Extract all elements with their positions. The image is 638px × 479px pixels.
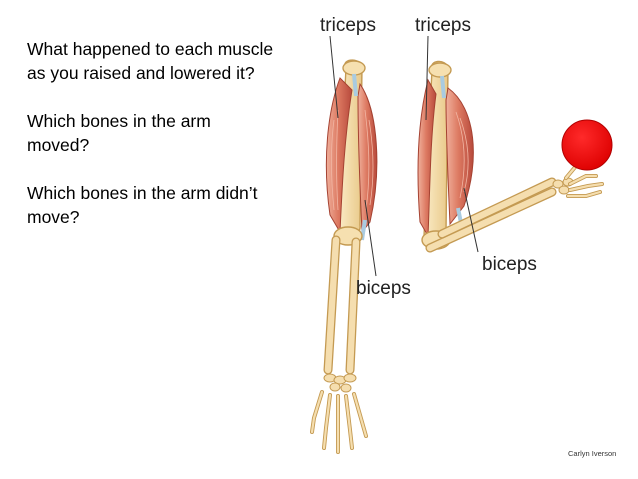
triceps-striations-straight (330, 109, 339, 211)
question-1: What happened to each muscle as you rais… (27, 39, 274, 83)
leader-lines (329, 35, 479, 277)
question-3: Which bones in the arm didn’t move? (27, 183, 258, 227)
hand-bones-straight-fill (310, 390, 368, 454)
tendon-straight-top (352, 73, 358, 97)
radius-straight-fill (346, 238, 360, 374)
label-biceps-straight: biceps (356, 278, 411, 299)
label-triceps-bent: triceps (415, 15, 471, 36)
label-biceps-bent: biceps (482, 254, 537, 275)
shoulder-head-straight (342, 60, 366, 76)
question-2: Which bones in the arm moved? (27, 111, 211, 155)
tendon-bent-top (440, 75, 446, 99)
illustrator-credit: Carlyn Iverson (568, 449, 616, 458)
radius-bent-fill (438, 178, 556, 238)
biceps-striations-bent (455, 111, 469, 199)
red-ball (561, 119, 613, 171)
biceps-muscle-bent (445, 87, 474, 226)
arm-illustration: triceps triceps biceps biceps Carlyn Ive… (310, 15, 616, 458)
ulna-straight-fill (324, 236, 340, 374)
bent-arm (417, 60, 613, 253)
label-triceps-straight: triceps (320, 15, 376, 36)
arm-muscle-diagram: triceps triceps biceps biceps Carlyn Ive… (270, 0, 638, 479)
straight-arm (310, 59, 378, 454)
biceps-striations-straight (364, 109, 374, 211)
ulna-bent-fill (426, 188, 556, 252)
shoulder-head-bent (428, 62, 452, 78)
biceps-muscle-straight (357, 82, 378, 234)
question-text: What happened to each muscle as you rais… (27, 37, 277, 229)
